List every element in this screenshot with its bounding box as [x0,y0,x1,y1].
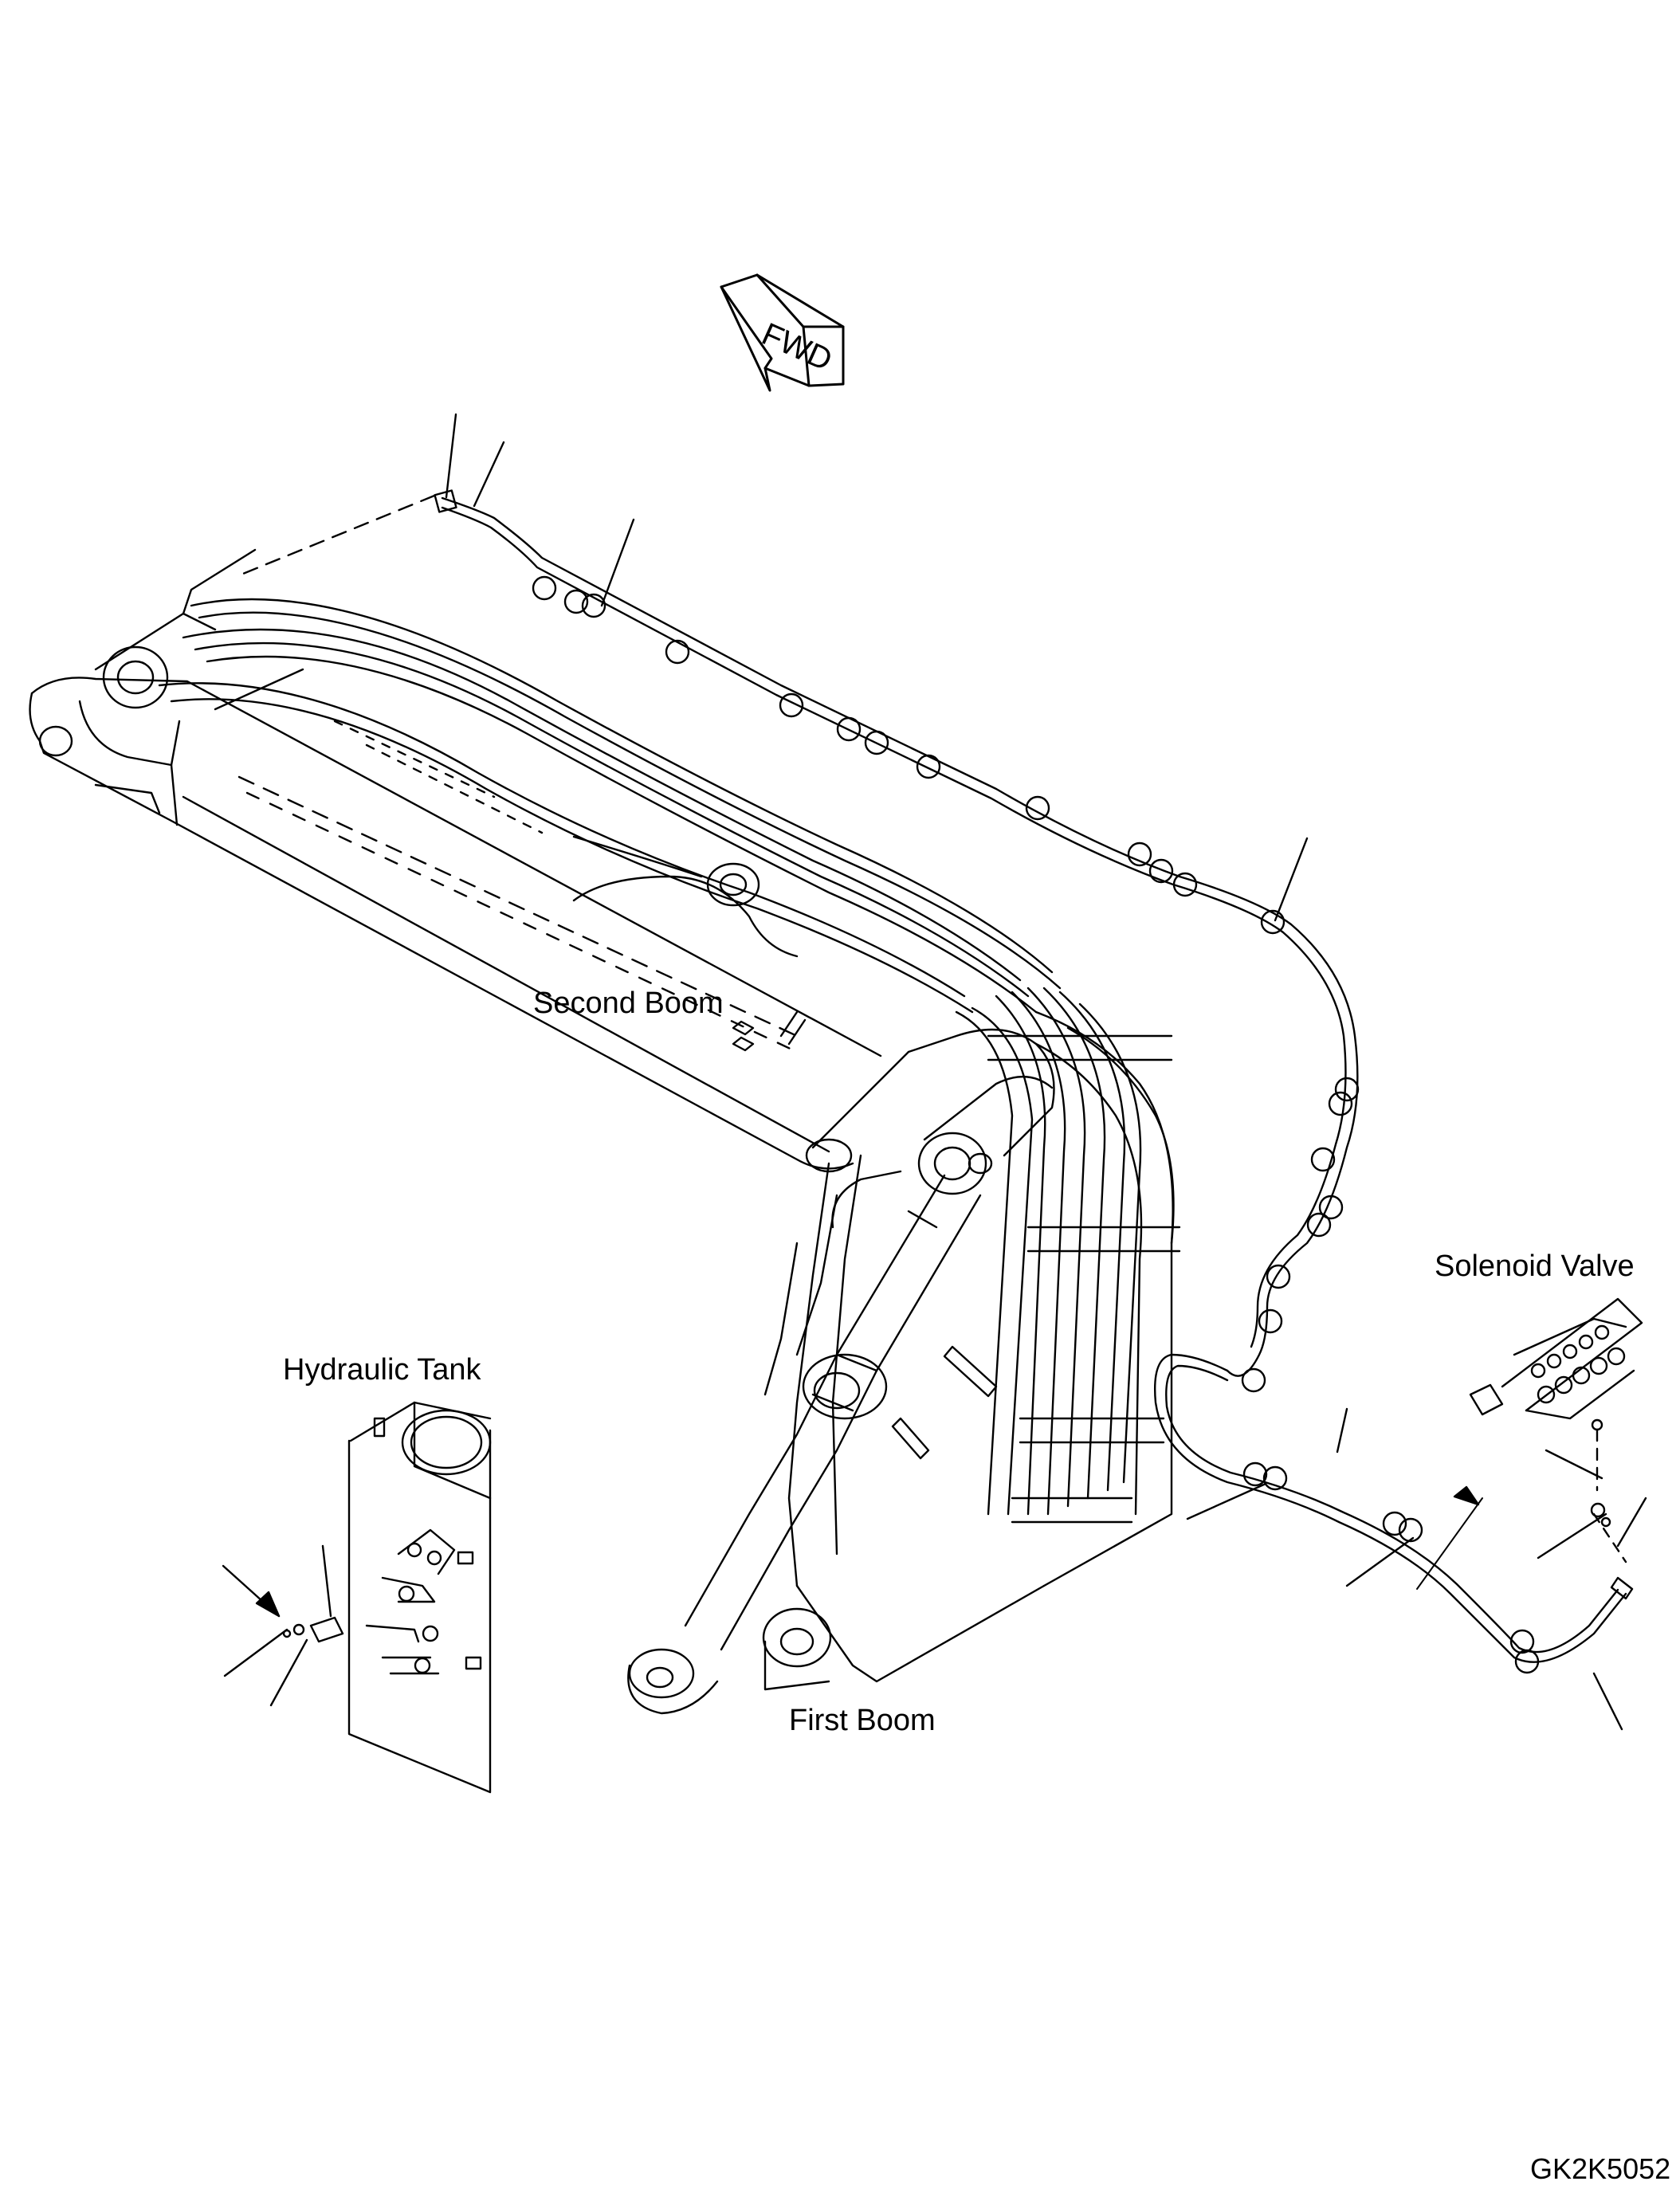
second-boom-label: Second Boom [533,987,724,1020]
solenoid-valve-drawing [1470,1299,1642,1526]
hydraulic-tank-drawing [284,1403,490,1792]
solenoid-valve-label: Solenoid Valve [1435,1250,1635,1283]
assembly-leader-lines [239,496,1626,1562]
first-boom-label: First Boom [789,1704,936,1737]
drawing-code: GK2K5052 [1530,2152,1671,2185]
forward-arrow-icon: FWD [721,275,843,390]
first-boom-drawing [628,988,1180,1713]
second-boom-drawing [30,550,1060,1194]
hose-assembly [435,491,1632,1673]
hydraulic-tank-label: Hydraulic Tank [283,1353,481,1387]
callout-leader-lines [223,414,1646,1729]
